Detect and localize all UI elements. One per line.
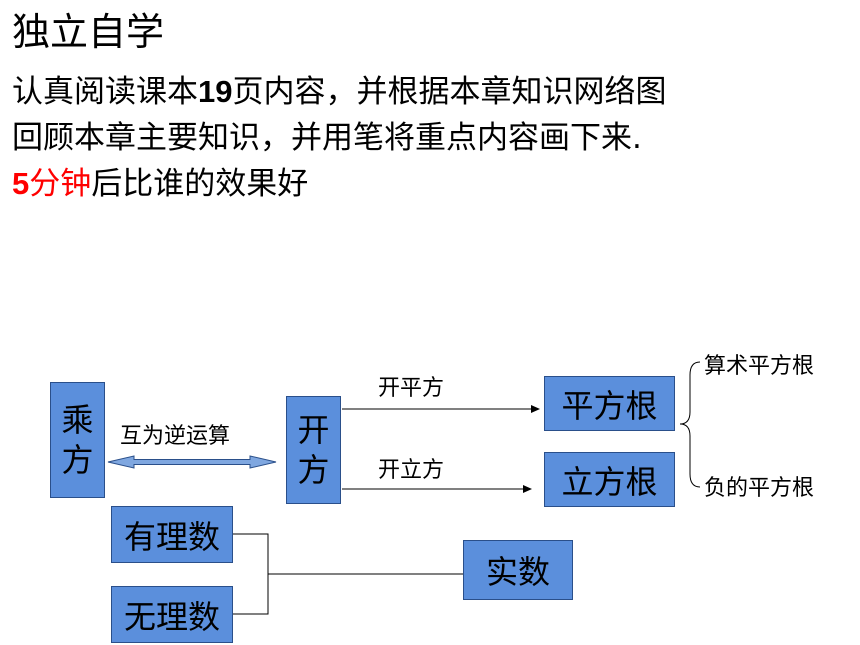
root-box: 开方 [286,396,341,504]
real-number-box: 实数 [463,540,573,600]
inverse-label: 互为逆运算 [120,424,231,449]
arithmetic-root-label: 算术平方根 [704,354,815,379]
brace [679,361,701,488]
instruction-line-3: 5分钟后比谁的效果好 [12,164,308,204]
minutes-number: 5 [12,166,30,201]
irrational-box: 无理数 [111,586,233,643]
page-title: 独立自学 [12,10,165,54]
negative-root-label: 负的平方根 [704,476,815,501]
root-char-2: 方 [297,451,330,489]
instruction-line-2: 回顾本章主要知识，并用笔将重点内容画下来. [12,120,642,156]
square-operation-label: 开平方 [378,376,445,401]
page-number: 19 [198,74,233,109]
minutes-unit: 分钟 [29,166,92,202]
instruction-text: 认真阅读课本 [12,74,198,110]
power-box: 乘方 [50,382,105,498]
instruction-text: 后比谁的效果好 [91,166,309,202]
rational-box: 有理数 [111,506,233,563]
root-char-1: 开 [297,411,330,449]
double-arrow [107,455,277,469]
instruction-line-1: 认真阅读课本19页内容，并根据本章知识网络图 [12,72,666,112]
power-char-1: 乘 [61,401,94,439]
number-bracket [233,533,463,615]
cube-operation-label: 开立方 [378,458,445,483]
cube-root-box: 立方根 [544,452,675,507]
cube-arrow-head [523,485,532,493]
power-char-2: 方 [61,441,94,479]
square-root-box: 平方根 [544,376,675,431]
square-arrow-head [531,405,540,413]
instruction-text: 页内容，并根据本章知识网络图 [232,74,667,110]
